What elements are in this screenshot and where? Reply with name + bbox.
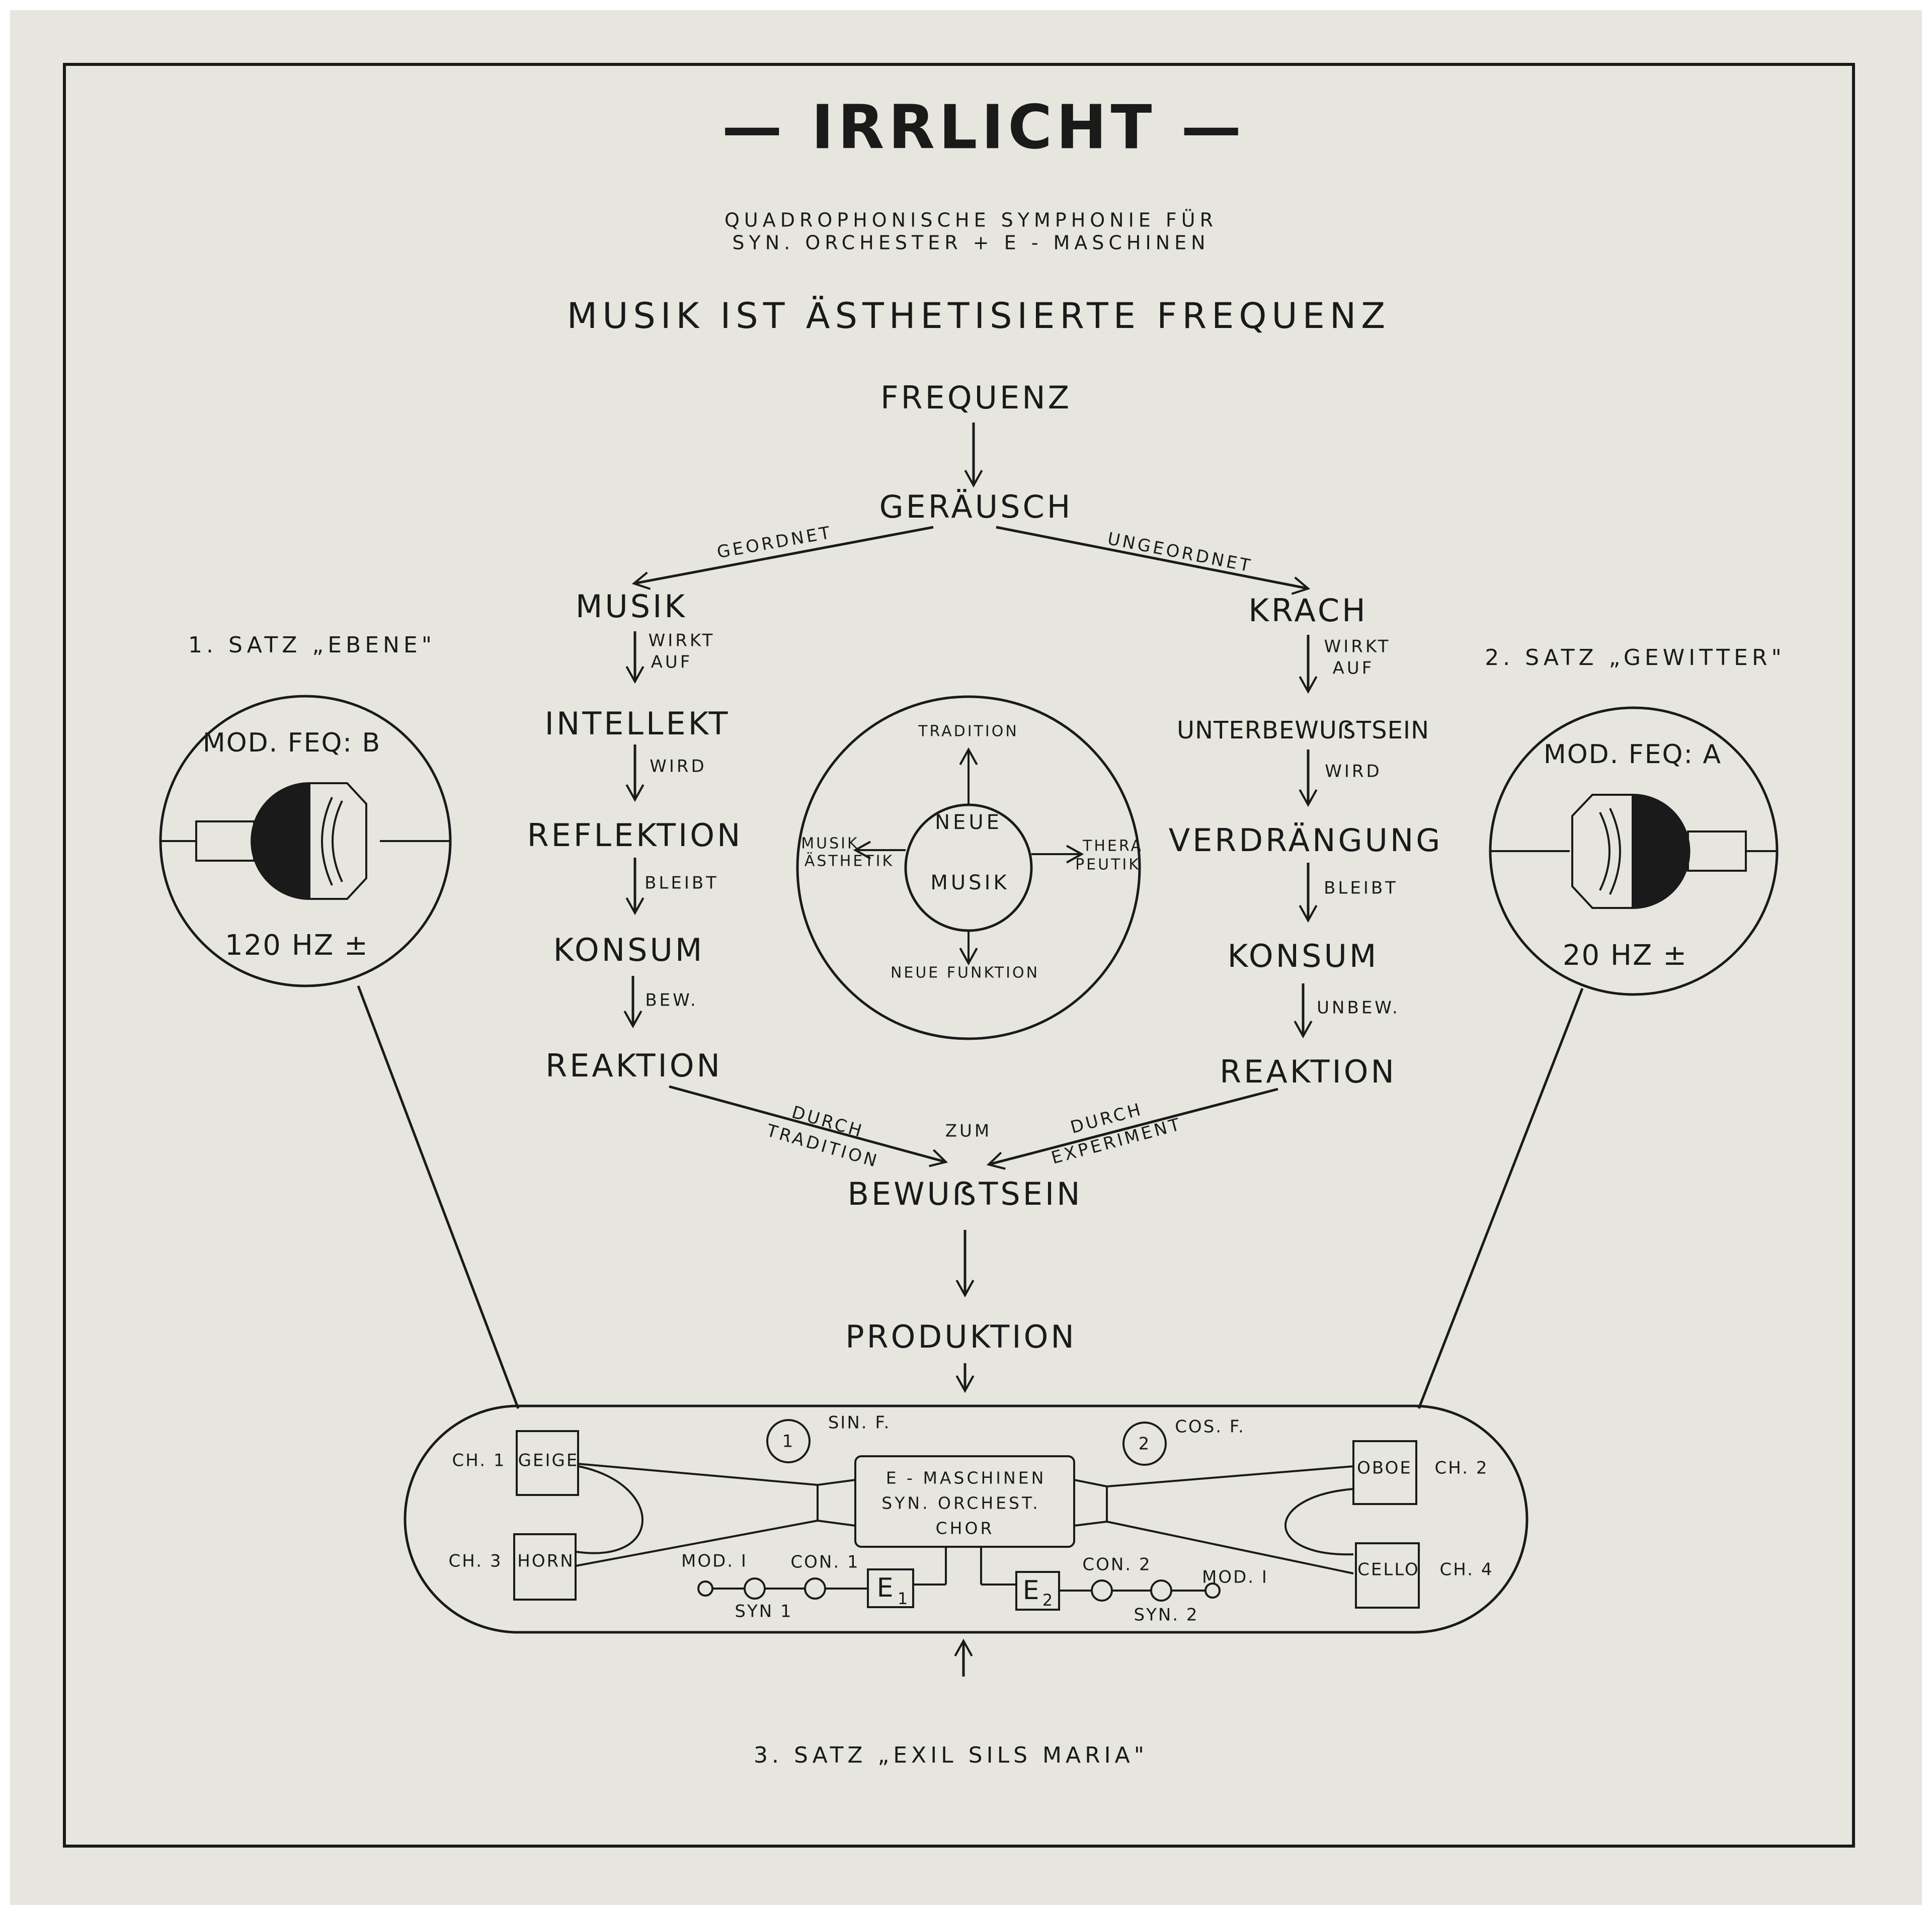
node-musik: MUSIK [576,588,687,625]
studio-oboe: OBOE [1357,1458,1412,1478]
circle-neue-funktion: NEUE FUNKTION [891,964,1039,982]
node-verdrangung: VERDRÄNGUNG [1169,822,1443,859]
studio-geige: GEIGE [518,1451,579,1471]
satz2-hz: 20 HZ ± [1563,939,1687,972]
node-reaktion-left: REAKTION [545,1047,722,1084]
circle-thera: THERA [1082,838,1143,855]
speaker-icon-left [251,782,310,900]
studio-con2: CON. 2 [1082,1555,1151,1575]
circle-neue: NEUE [935,811,1002,834]
studio-ch3: CH. 3 [449,1551,503,1571]
studio-ch2: CH. 2 [1435,1458,1489,1478]
label-wirkt-left: WIRKT [649,631,715,651]
box-horn [513,1533,577,1601]
satz1-mod: MOD. FEQ: B [203,728,381,758]
label-wird-left: WIRD [650,757,706,777]
box-geige [516,1430,579,1496]
label-auf-right: AUF [1333,658,1375,679]
subtitle-line-1: QUADROPHONISCHE SYMPHONIE FÜR [725,209,1218,231]
node-con2 [1091,1579,1113,1602]
studio-mod-left: MOD. I [681,1551,748,1571]
studio-cello: CELLO [1357,1560,1420,1580]
circle-peutik: PEUTIK [1075,856,1141,874]
node-krach: KRACH [1248,592,1367,629]
neue-musik-circle: NEUE MUSIK TRADITION NEUE FUNKTION MUSIK… [796,695,1143,1040]
circle-musik-left: MUSIK [801,835,859,853]
studio-e1-sub: 1 [898,1589,909,1608]
node-intellekt: INTELLEKT [545,705,731,742]
sleeve-frame [63,63,1855,1848]
studio-mod-right: MOD. I [1202,1567,1268,1588]
studio-em-line2: SYN. ORCHEST. [881,1493,1040,1513]
label-unbew: UNBEW. [1317,998,1400,1018]
studio-syn2: SYN. 2 [1134,1605,1198,1625]
speaker-icon-right [1632,793,1691,909]
studio-setup: CH. 1 GEIGE CH. 3 HORN E - MASCHINEN SYN… [404,1404,1528,1634]
box-cello [1355,1542,1420,1609]
satz2-label: 2. SATZ „GEWITTER" [1485,645,1786,671]
node-reaktion-right: REAKTION [1220,1053,1397,1090]
studio-syn1: SYN 1 [735,1602,792,1622]
label-auf-left: AUF [651,652,693,673]
box-oboe [1352,1440,1417,1505]
node-bewusstsein: BEWUẞTSEIN [847,1176,1082,1212]
node-con1 [804,1577,826,1600]
satz1-label: 1. SATZ „EBENE" [188,632,436,658]
label-bew: BEW. [645,990,698,1011]
edge-gerausch-musik [631,526,934,590]
circle-tradition: TRADITION [918,723,1019,740]
circle-musik: MUSIK [930,871,1009,894]
node-syn1 [744,1577,766,1600]
label-wird-right: WIRD [1325,762,1382,782]
studio-ch4: CH. 4 [1440,1560,1494,1580]
studio-num1: 1 [782,1432,795,1452]
studio-horn: HORN [517,1551,574,1571]
edge-reaktion-right-bewusstsein [986,1088,1278,1170]
studio-con1: CON. 1 [790,1552,859,1572]
node-reflektion: REFLEKTION [527,817,743,854]
studio-num2: 2 [1139,1434,1151,1454]
edge-reaktion-left-bewusstsein [669,1085,948,1168]
node-produktion: PRODUKTION [845,1318,1077,1355]
satz1-speaker-disc: MOD. FEQ: B 120 HZ ± [159,695,452,987]
node-gerausch: GERÄUSCH [879,488,1073,525]
studio-e2-sub: 2 [1042,1591,1054,1610]
label-bleibt-right: BLEIBT [1324,878,1398,898]
badge-2 [1122,1422,1167,1466]
node-mod-left [697,1580,713,1597]
circle-asthetik: ÄSTHETIK [804,852,894,870]
node-frequenz: FREQUENZ [880,379,1072,416]
studio-e2: E [1023,1575,1040,1606]
studio-e1: E [877,1573,895,1603]
box-e-maschinen [854,1455,1075,1548]
satz2-speaker-disc: MOD. FEQ: A 20 HZ ± [1489,706,1779,996]
satz1-hz: 120 HZ ± [225,929,369,962]
album-title: — IRRLICHT — [722,93,1245,163]
connector-satz1-studio [357,985,520,1409]
edge-gerausch-krach [996,526,1311,595]
studio-cos: COS. F. [1175,1417,1245,1437]
studio-em-line1: E - MASCHINEN [886,1468,1046,1488]
node-syn2 [1150,1579,1172,1602]
connector-satz2-studio [1417,988,1584,1409]
label-bleibt-left: BLEIBT [645,873,719,893]
satz3-label: 3. SATZ „EXIL SILS MARIA" [754,1742,1148,1768]
satz2-mod: MOD. FEQ: A [1544,739,1722,770]
label-wirkt-right: WIRKT [1324,637,1391,657]
studio-em-line3: CHOR [936,1519,995,1538]
studio-capsule [404,1404,1528,1634]
studio-ch1: CH. 1 [452,1451,506,1471]
node-mod-right [1204,1583,1221,1599]
motto: MUSIK IST ÄSTHETISIERTE FREQUENZ [567,295,1390,337]
node-konsum-left: KONSUM [553,932,705,968]
subtitle-line-2: SYN. ORCHESTER + E - MASCHINEN [732,232,1210,254]
node-unterbewusstsein: UNTERBEWUẞTSEIN [1177,716,1429,744]
badge-1 [766,1419,811,1463]
node-konsum-right: KONSUM [1228,938,1379,974]
label-zum: ZUM [945,1121,992,1141]
studio-sin: SIN. F. [828,1413,891,1433]
